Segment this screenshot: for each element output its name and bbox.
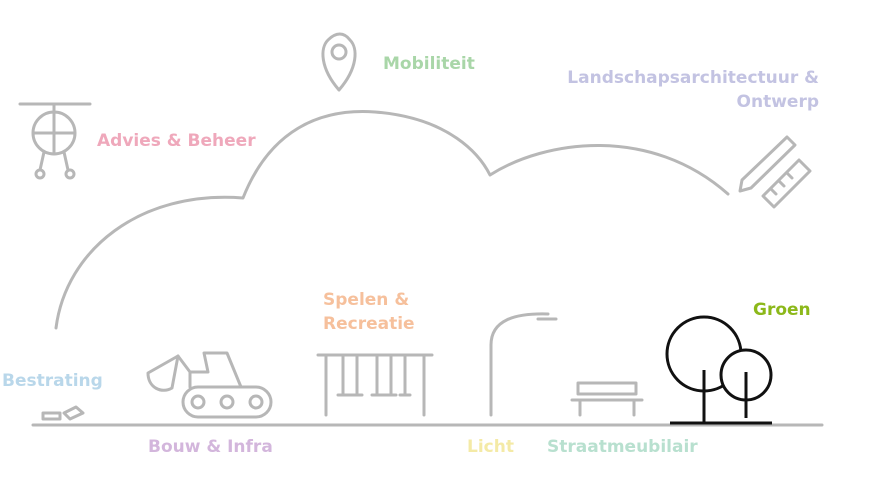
label-groen: Groen bbox=[753, 300, 811, 320]
label-advies-beheer: Advies & Beheer bbox=[97, 131, 256, 151]
street-lamp-icon bbox=[489, 312, 558, 417]
cloud-outline bbox=[54, 110, 730, 330]
excavator-icon bbox=[146, 351, 273, 419]
label-mobiliteit: Mobiliteit bbox=[383, 54, 475, 74]
paving-stones-icon bbox=[41, 405, 85, 421]
label-landschapsarchitectuur: Landschapsarchitectuur & Ontwerp bbox=[567, 66, 819, 114]
label-bestrating: Bestrating bbox=[2, 371, 103, 391]
label-licht: Licht bbox=[467, 437, 514, 457]
location-pin-icon bbox=[321, 32, 357, 92]
pencil-ruler-icon bbox=[738, 135, 812, 209]
bench-icon bbox=[570, 381, 644, 417]
label-spelen-line1: Spelen & bbox=[323, 290, 410, 310]
label-landschap-line1: Landschapsarchitectuur & bbox=[567, 68, 819, 88]
trees-icon bbox=[665, 315, 773, 423]
drone-icon bbox=[18, 102, 92, 180]
label-bouw-infra: Bouw & Infra bbox=[148, 437, 273, 457]
label-spelen-recreatie: Spelen & Recreatie bbox=[323, 288, 415, 336]
label-straatmeubilair: Straatmeubilair bbox=[547, 437, 698, 457]
playground-icon bbox=[316, 353, 434, 417]
label-landschap-line2: Ontwerp bbox=[736, 92, 819, 112]
label-spelen-line2: Recreatie bbox=[323, 314, 415, 334]
